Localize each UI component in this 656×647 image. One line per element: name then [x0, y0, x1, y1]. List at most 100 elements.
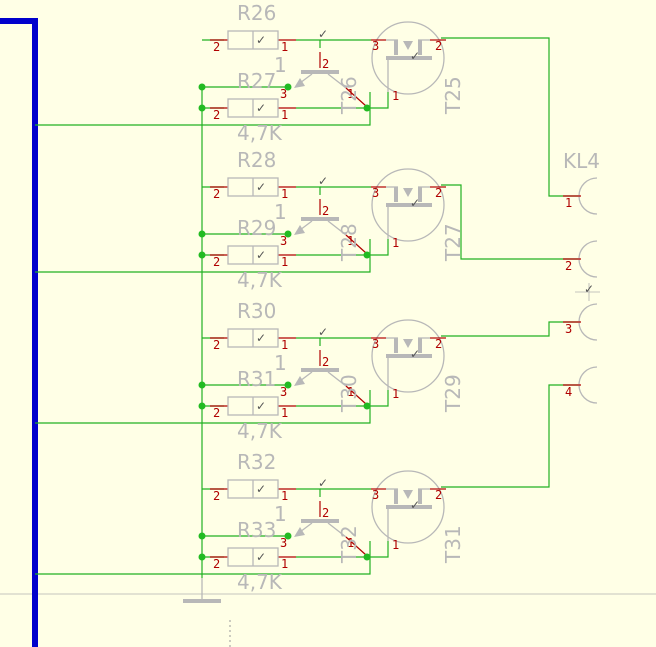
gate-wire	[367, 541, 389, 558]
top-resistor-right-wire	[296, 186, 321, 195]
bus-return-wire	[35, 390, 371, 424]
bjt-emitter-pin-number: 1	[347, 536, 354, 550]
bjt-name: T30	[337, 374, 361, 413]
connector-contact-1[interactable]	[578, 177, 598, 215]
bjt-emitter-pin-number: 1	[347, 385, 354, 399]
kl4-wire-3	[441, 321, 578, 337]
mosfet-arrow	[403, 188, 413, 197]
bjt-emitter-pin	[345, 87, 367, 107]
resistor-name: R27	[237, 69, 276, 93]
resistor-check-mark: ✓	[256, 331, 266, 345]
bjt-check-mark: ✓	[318, 325, 328, 339]
wire-junction	[198, 83, 206, 91]
bjt-arrow	[294, 527, 305, 537]
bjt-check-mark: ✓	[318, 174, 328, 188]
resistor-value: 1	[274, 200, 287, 224]
connector-kl4[interactable]: 1 2 3 4	[563, 177, 598, 404]
mosfet-gate-pin-number: 1	[392, 538, 399, 552]
connector-pin-number-3: 3	[565, 322, 572, 336]
gate-wire	[367, 92, 389, 109]
connector-contact-4[interactable]	[578, 366, 598, 404]
gate-wire	[367, 239, 389, 256]
resistor-name: R29	[237, 216, 276, 240]
top-resistor-right-wire	[296, 337, 321, 346]
mosfet-circle	[371, 168, 445, 242]
resistor-check-mark: ✓	[256, 101, 266, 115]
mosfet-name: T29	[441, 374, 465, 413]
bjt-arrow	[294, 376, 305, 386]
mosfet-source-pin-number: 3	[372, 39, 379, 53]
bjt-check-mark: ✓	[318, 27, 328, 41]
mosfet-name: T25	[441, 76, 465, 115]
mosfet-circle	[371, 319, 445, 393]
resistor-pin-number-right: 1	[281, 40, 288, 54]
bjt-emitter-leg	[327, 371, 347, 387]
wire-junction	[198, 532, 206, 540]
wire-junction	[198, 230, 206, 238]
resistor-pin-number-right: 1	[281, 255, 288, 269]
bjt-emitter-leg	[327, 522, 347, 538]
resistor-check-mark: ✓	[256, 33, 266, 47]
resistor-pin-number-left: 2	[213, 187, 220, 201]
mosfet-circle	[371, 21, 445, 95]
wire-junction	[284, 83, 292, 91]
connector-contact-3[interactable]	[578, 303, 598, 341]
resistor-pin-number-left: 2	[213, 255, 220, 269]
wire-junction	[363, 251, 371, 259]
resistor-check-mark: ✓	[256, 180, 266, 194]
resistor-pin-number-left: 2	[213, 108, 220, 122]
bjt-base-pin-number: 2	[322, 204, 329, 218]
bjt-arrow	[294, 78, 305, 88]
resistor-pin-number-right: 1	[281, 108, 288, 122]
resistor-pin-number-left: 2	[213, 489, 220, 503]
resistor-check-mark: ✓	[256, 550, 266, 564]
bjt-collector-pin-number: 3	[280, 536, 287, 550]
bjt-check-mark: ✓	[318, 476, 328, 490]
kl4-wire-1	[441, 37, 578, 197]
resistor-pin-number-right: 1	[281, 338, 288, 352]
resistor-value: 4,7K	[237, 570, 283, 594]
mosfet-arrow	[403, 41, 413, 50]
mosfet-arrow	[403, 490, 413, 499]
resistor-name: R32	[237, 450, 276, 474]
mosfet-drain-pin-number: 2	[435, 186, 442, 200]
resistor-pin-number-right: 1	[281, 489, 288, 503]
resistor-name: R31	[237, 367, 276, 391]
bus-return-wire	[35, 92, 371, 126]
supply-bus	[0, 18, 38, 647]
bjt-name: T32	[337, 525, 361, 564]
connector-pin-number-4: 4	[565, 385, 572, 399]
bjt-emitter-pin	[345, 234, 367, 254]
mosfet-gate-pin-number: 1	[392, 89, 399, 103]
wire-junction	[284, 532, 292, 540]
mosfet-drain-pin-number: 2	[435, 39, 442, 53]
connector-contact-2[interactable]	[578, 240, 598, 278]
resistor-name: R28	[237, 148, 276, 172]
resistor-pin-number-left: 2	[213, 40, 220, 54]
top-resistor-right-wire	[296, 488, 321, 497]
bjt-emitter-pin	[345, 385, 367, 405]
bjt-name: T26	[337, 76, 361, 115]
bjt-collector-pin-number: 3	[280, 385, 287, 399]
resistor-value: 1	[274, 53, 287, 77]
connector-name: KL4	[563, 149, 600, 173]
mosfet-gate-pin-number: 1	[392, 236, 399, 250]
bjt-arrow	[294, 225, 305, 235]
